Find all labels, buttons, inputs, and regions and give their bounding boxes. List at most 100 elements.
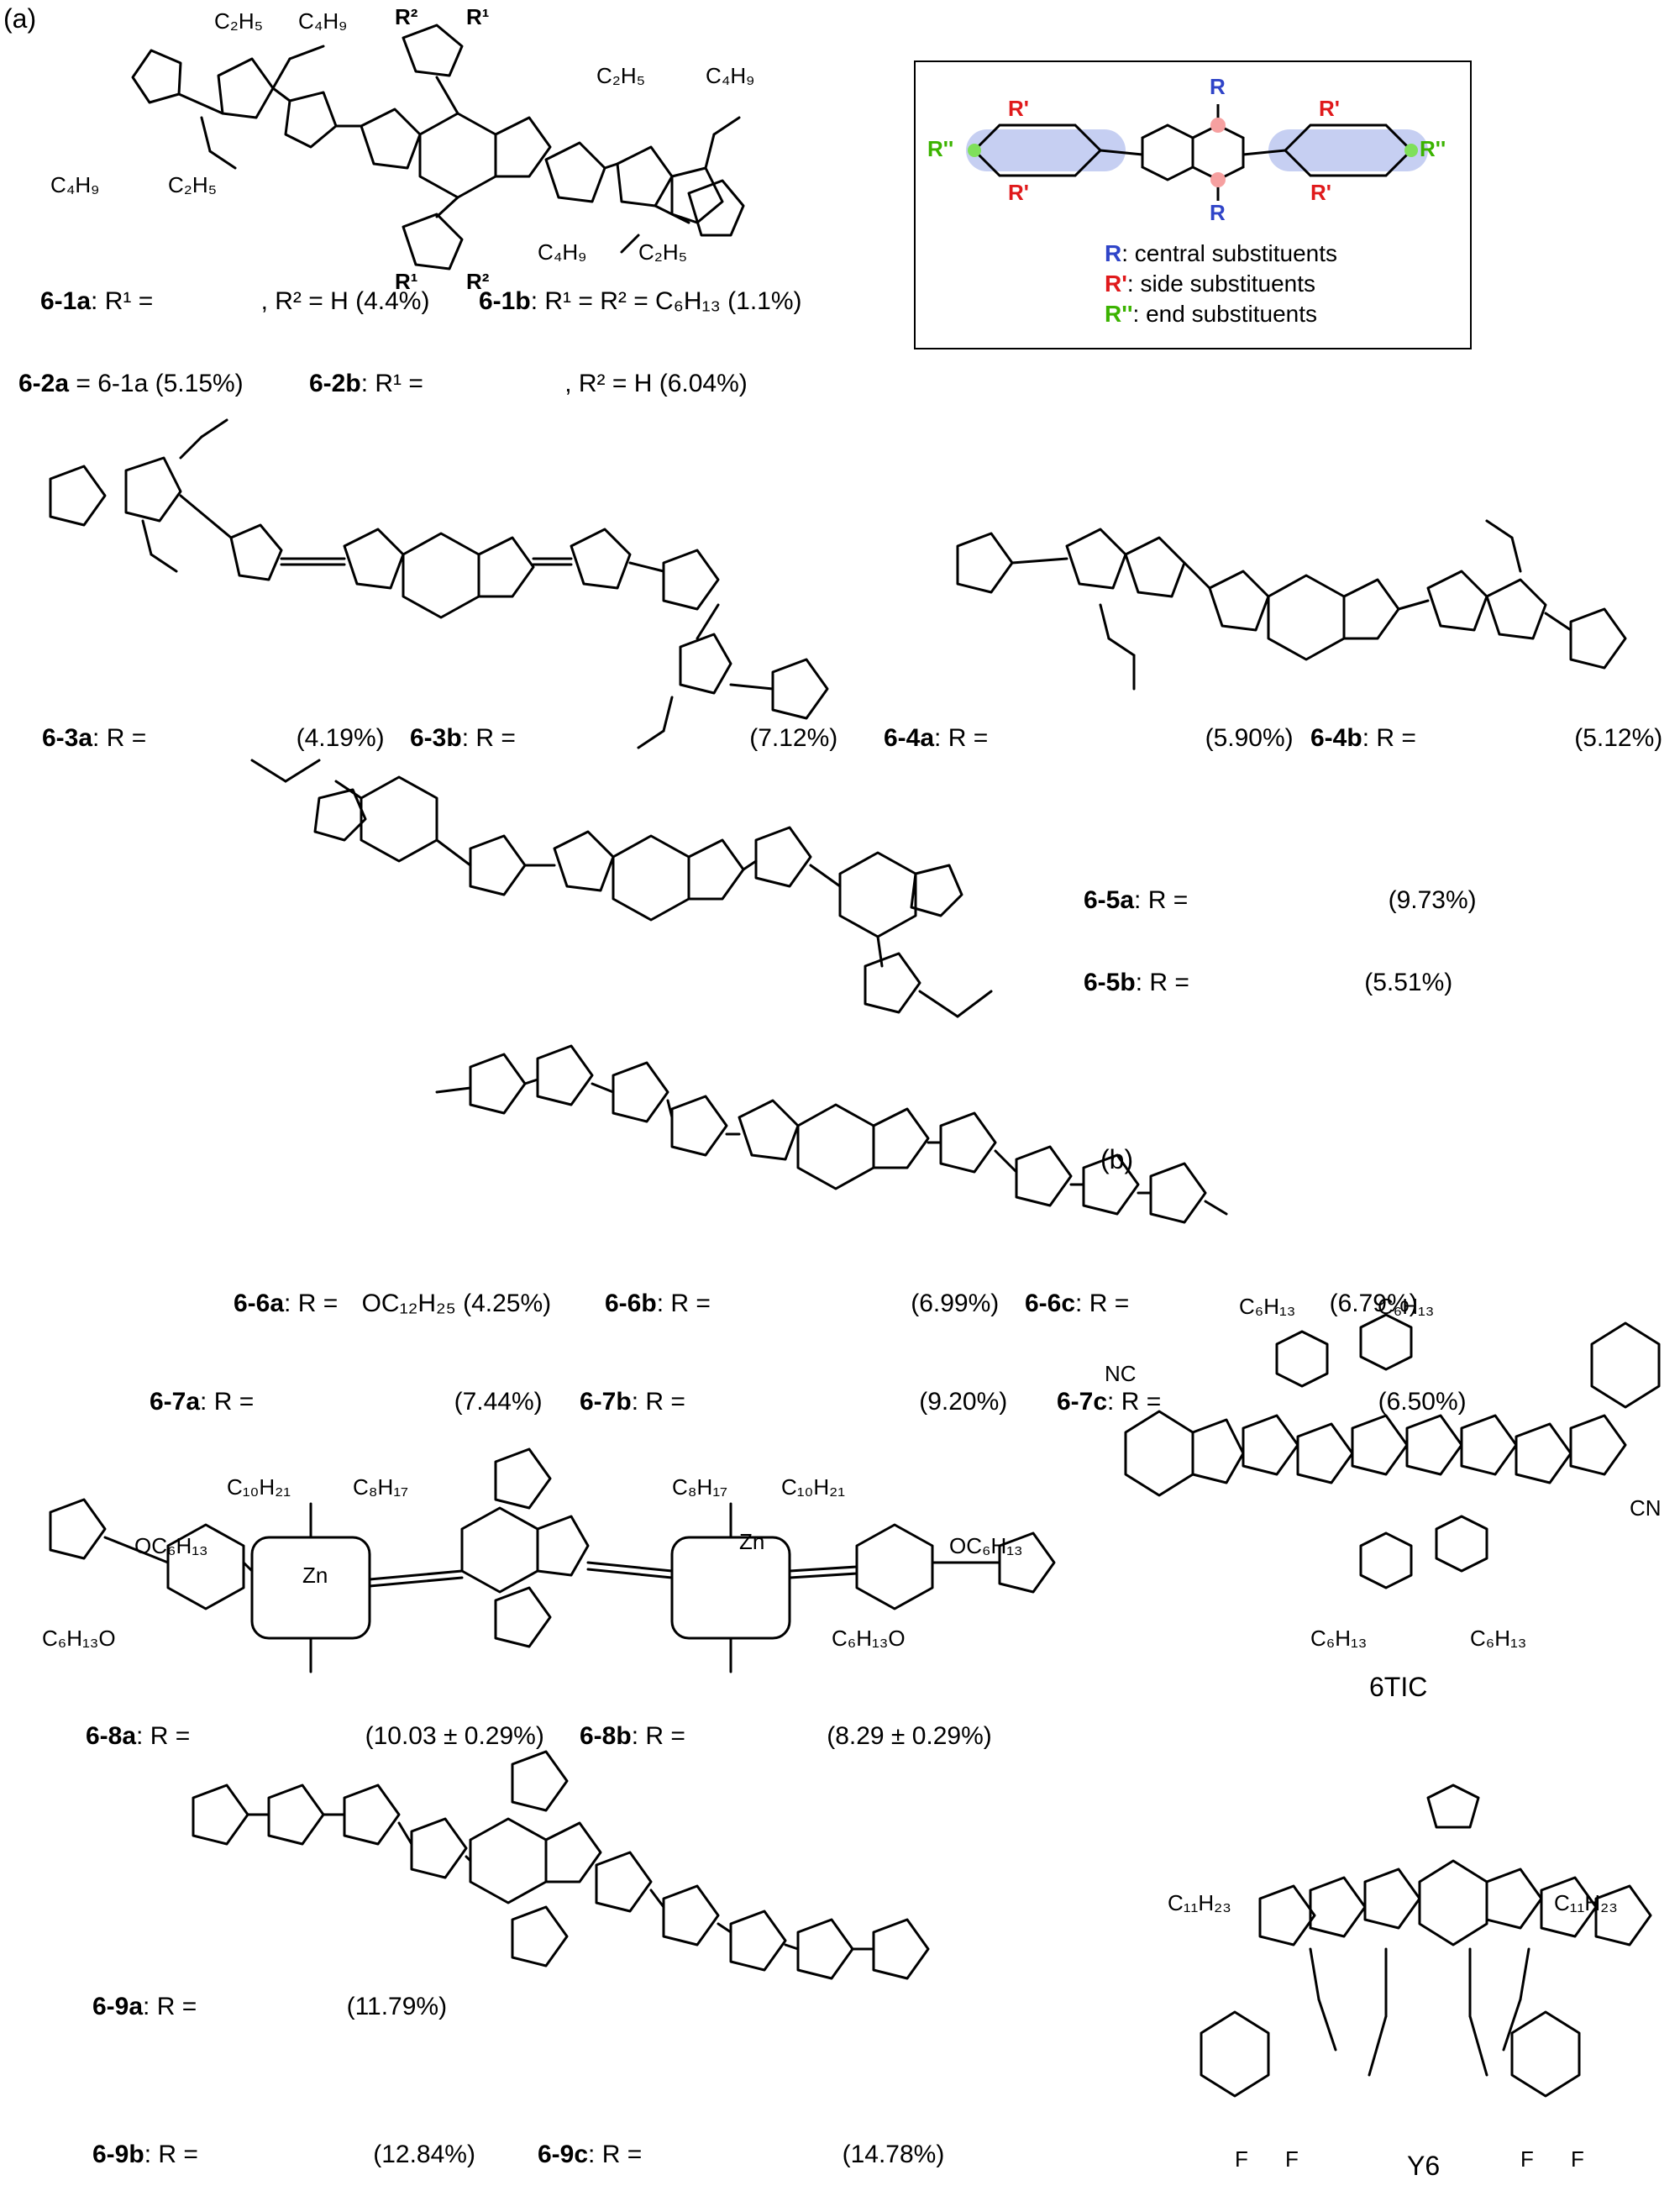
- pce-6-6a: (4.25%): [463, 1290, 552, 1317]
- label-6-8a: 6-8a: R = (10.03 ± 0.29%): [86, 1722, 544, 1750]
- label-6-4b: 6-4b: R = (5.12%): [1310, 724, 1663, 752]
- atom-r1-bottom: R¹: [395, 269, 418, 294]
- legend-r-central-bottom: R: [1210, 200, 1226, 225]
- extra-6-1a: , R² = H (4.4%): [260, 287, 430, 315]
- pce-6-8a: (10.03 ± 0.29%): [365, 1722, 544, 1750]
- pce-6-7a: (7.44%): [454, 1388, 543, 1416]
- atom-6tic-c6h13-4: C₆H₁₃: [1470, 1626, 1527, 1651]
- molecule-6-1: [131, 24, 745, 271]
- caption-6tic: 6TIC: [1369, 1672, 1428, 1702]
- atom-y6-c11h23-right: C₁₁H₂₃: [1554, 1890, 1618, 1915]
- r-6-3a: R =: [106, 724, 154, 752]
- legend-r-central-top: R: [1210, 74, 1226, 99]
- r-6-9a: R =: [156, 1993, 204, 2020]
- atom-c10h21-left: C₁₀H₂₁: [227, 1474, 291, 1500]
- atom-y6-f-1: F: [1235, 2146, 1248, 2172]
- legend-side-entry: R': side substituents: [1105, 271, 1315, 297]
- id-6-8a: 6-8a: [86, 1722, 137, 1750]
- label-6-6b: 6-6b: R = (6.99%): [605, 1290, 1000, 1317]
- atom-c4h9-right: C₄H₉: [706, 63, 755, 88]
- atom-oc6h13-left: OC₆H₁₃: [134, 1533, 208, 1558]
- sub-6-6a: OC₁₂H₂₅: [361, 1290, 456, 1317]
- id-6-6c: 6-6c: [1025, 1290, 1076, 1317]
- pce-6-6b: (6.99%): [911, 1290, 1000, 1317]
- molecule-6-5: [250, 759, 993, 1018]
- pce-6-4b: (5.12%): [1574, 724, 1663, 752]
- atom-c2h5-left: C₂H₅: [168, 172, 218, 197]
- legend-core-diagram: [966, 104, 1428, 201]
- r-6-5a: R =: [1147, 886, 1195, 914]
- atom-zn-right: Zn: [739, 1529, 765, 1554]
- panel-label-a: (a): [3, 3, 37, 34]
- molecule-6tic: [1124, 1313, 1661, 1589]
- atom-c2h5-right: C₂H₅: [596, 63, 646, 88]
- molecule-y6: [1200, 1784, 1652, 2098]
- r-6-5b: R =: [1149, 969, 1197, 996]
- extra-6-2b: , R² = H (6.04%): [564, 370, 748, 397]
- label-6-4a: 6-4a: R = (5.90%): [884, 724, 1294, 752]
- r-6-6a: R =: [297, 1290, 345, 1317]
- atom-c4h9-bottom: C₄H₉: [538, 239, 587, 265]
- molecule-6-9: [192, 1750, 930, 1980]
- id-6-3a: 6-3a: [42, 724, 93, 752]
- pce-6-7c: (6.50%): [1378, 1388, 1467, 1416]
- atom-r1: R¹: [466, 4, 490, 29]
- legend-central-symbol: R: [1105, 240, 1122, 266]
- pce-6-5a: (9.73%): [1388, 886, 1477, 914]
- molecule-6-6: [435, 1044, 1228, 1224]
- molecule-6-4: [956, 519, 1627, 691]
- substituent-legend: R R R' R' R' R' R'' R'' R: central subst…: [914, 60, 1472, 349]
- r-6-7a: R =: [213, 1388, 261, 1416]
- label-6-5b: 6-5b: R = (5.51%): [1084, 969, 1453, 996]
- id-6-6a: 6-6a: [234, 1290, 285, 1317]
- atom-6tic-cn: CN: [1630, 1495, 1662, 1521]
- label-6-6c: 6-6c: R = (6.79%): [1025, 1290, 1418, 1317]
- legend-side-symbol: R': [1105, 271, 1127, 297]
- pce-6-4a: (5.90%): [1205, 724, 1294, 752]
- legend-r-side-1: R': [1008, 96, 1029, 121]
- atom-r2: R²: [395, 4, 418, 29]
- legend-r-side-3: R': [1008, 180, 1029, 205]
- r-6-4a: R =: [948, 724, 995, 752]
- pce-6-9c: (14.78%): [842, 2141, 945, 2168]
- molecule-6-3: [49, 418, 829, 749]
- label-6-9b: 6-9b: R = (12.84%): [92, 2141, 475, 2168]
- r-6-7c: R =: [1121, 1388, 1168, 1416]
- label-6-2a: 6-2a = 6-1a (5.15%): [18, 370, 244, 398]
- atom-6tic-nc: NC: [1105, 1361, 1137, 1386]
- id-6-5a: 6-5a: [1084, 886, 1135, 914]
- id-6-4b: 6-4b: [1310, 724, 1362, 752]
- r-6-4b: R =: [1376, 724, 1424, 752]
- id-6-1a: 6-1a: [40, 287, 92, 315]
- atom-c6h13o-left: C₆H₁₃O: [42, 1626, 116, 1651]
- label-6-9a: 6-9a: R = (11.79%): [92, 1993, 448, 2020]
- id-6-9b: 6-9b: [92, 2141, 144, 2168]
- atom-6tic-c6h13-2: C₆H₁₃: [1378, 1294, 1435, 1319]
- atom-c4h9: C₄H₉: [298, 8, 348, 34]
- r-6-9b: R =: [158, 2141, 206, 2168]
- label-6-7a: 6-7a: R = (7.44%): [150, 1388, 543, 1416]
- legend-end-entry: R'': end substituents: [1105, 301, 1317, 328]
- atom-oc6h13-right: OC₆H₁₃: [949, 1533, 1023, 1558]
- legend-r-end-2: R'': [1420, 136, 1446, 161]
- id-6-4a: 6-4a: [884, 724, 935, 752]
- atom-y6-f-4: F: [1571, 2146, 1584, 2172]
- label-6-5a: 6-5a: R = (9.73%): [1084, 886, 1477, 914]
- pce-6-6c: (6.79%): [1329, 1290, 1418, 1317]
- atom-6tic-c6h13-3: C₆H₁₃: [1310, 1626, 1368, 1651]
- r-6-8b: R =: [645, 1722, 693, 1750]
- id-6-2b: 6-2b: [309, 370, 361, 397]
- pce-6-7b: (9.20%): [919, 1388, 1008, 1416]
- atom-r2-bottom: R²: [466, 269, 490, 294]
- id-6-2a: 6-2a: [18, 370, 70, 397]
- id-6-7b: 6-7b: [580, 1388, 632, 1416]
- r-6-3b: R =: [475, 724, 523, 752]
- atom-zn-left: Zn: [302, 1563, 328, 1588]
- id-6-3b: 6-3b: [410, 724, 462, 752]
- atom-c4h9-left: C₄H₉: [50, 172, 100, 197]
- legend-r-side-4: R': [1310, 180, 1331, 205]
- pce-6-9a: (11.79%): [346, 1993, 448, 2020]
- id-6-7a: 6-7a: [150, 1388, 201, 1416]
- r-6-6c: R =: [1089, 1290, 1137, 1317]
- atom-c2h5: C₂H₅: [214, 8, 264, 34]
